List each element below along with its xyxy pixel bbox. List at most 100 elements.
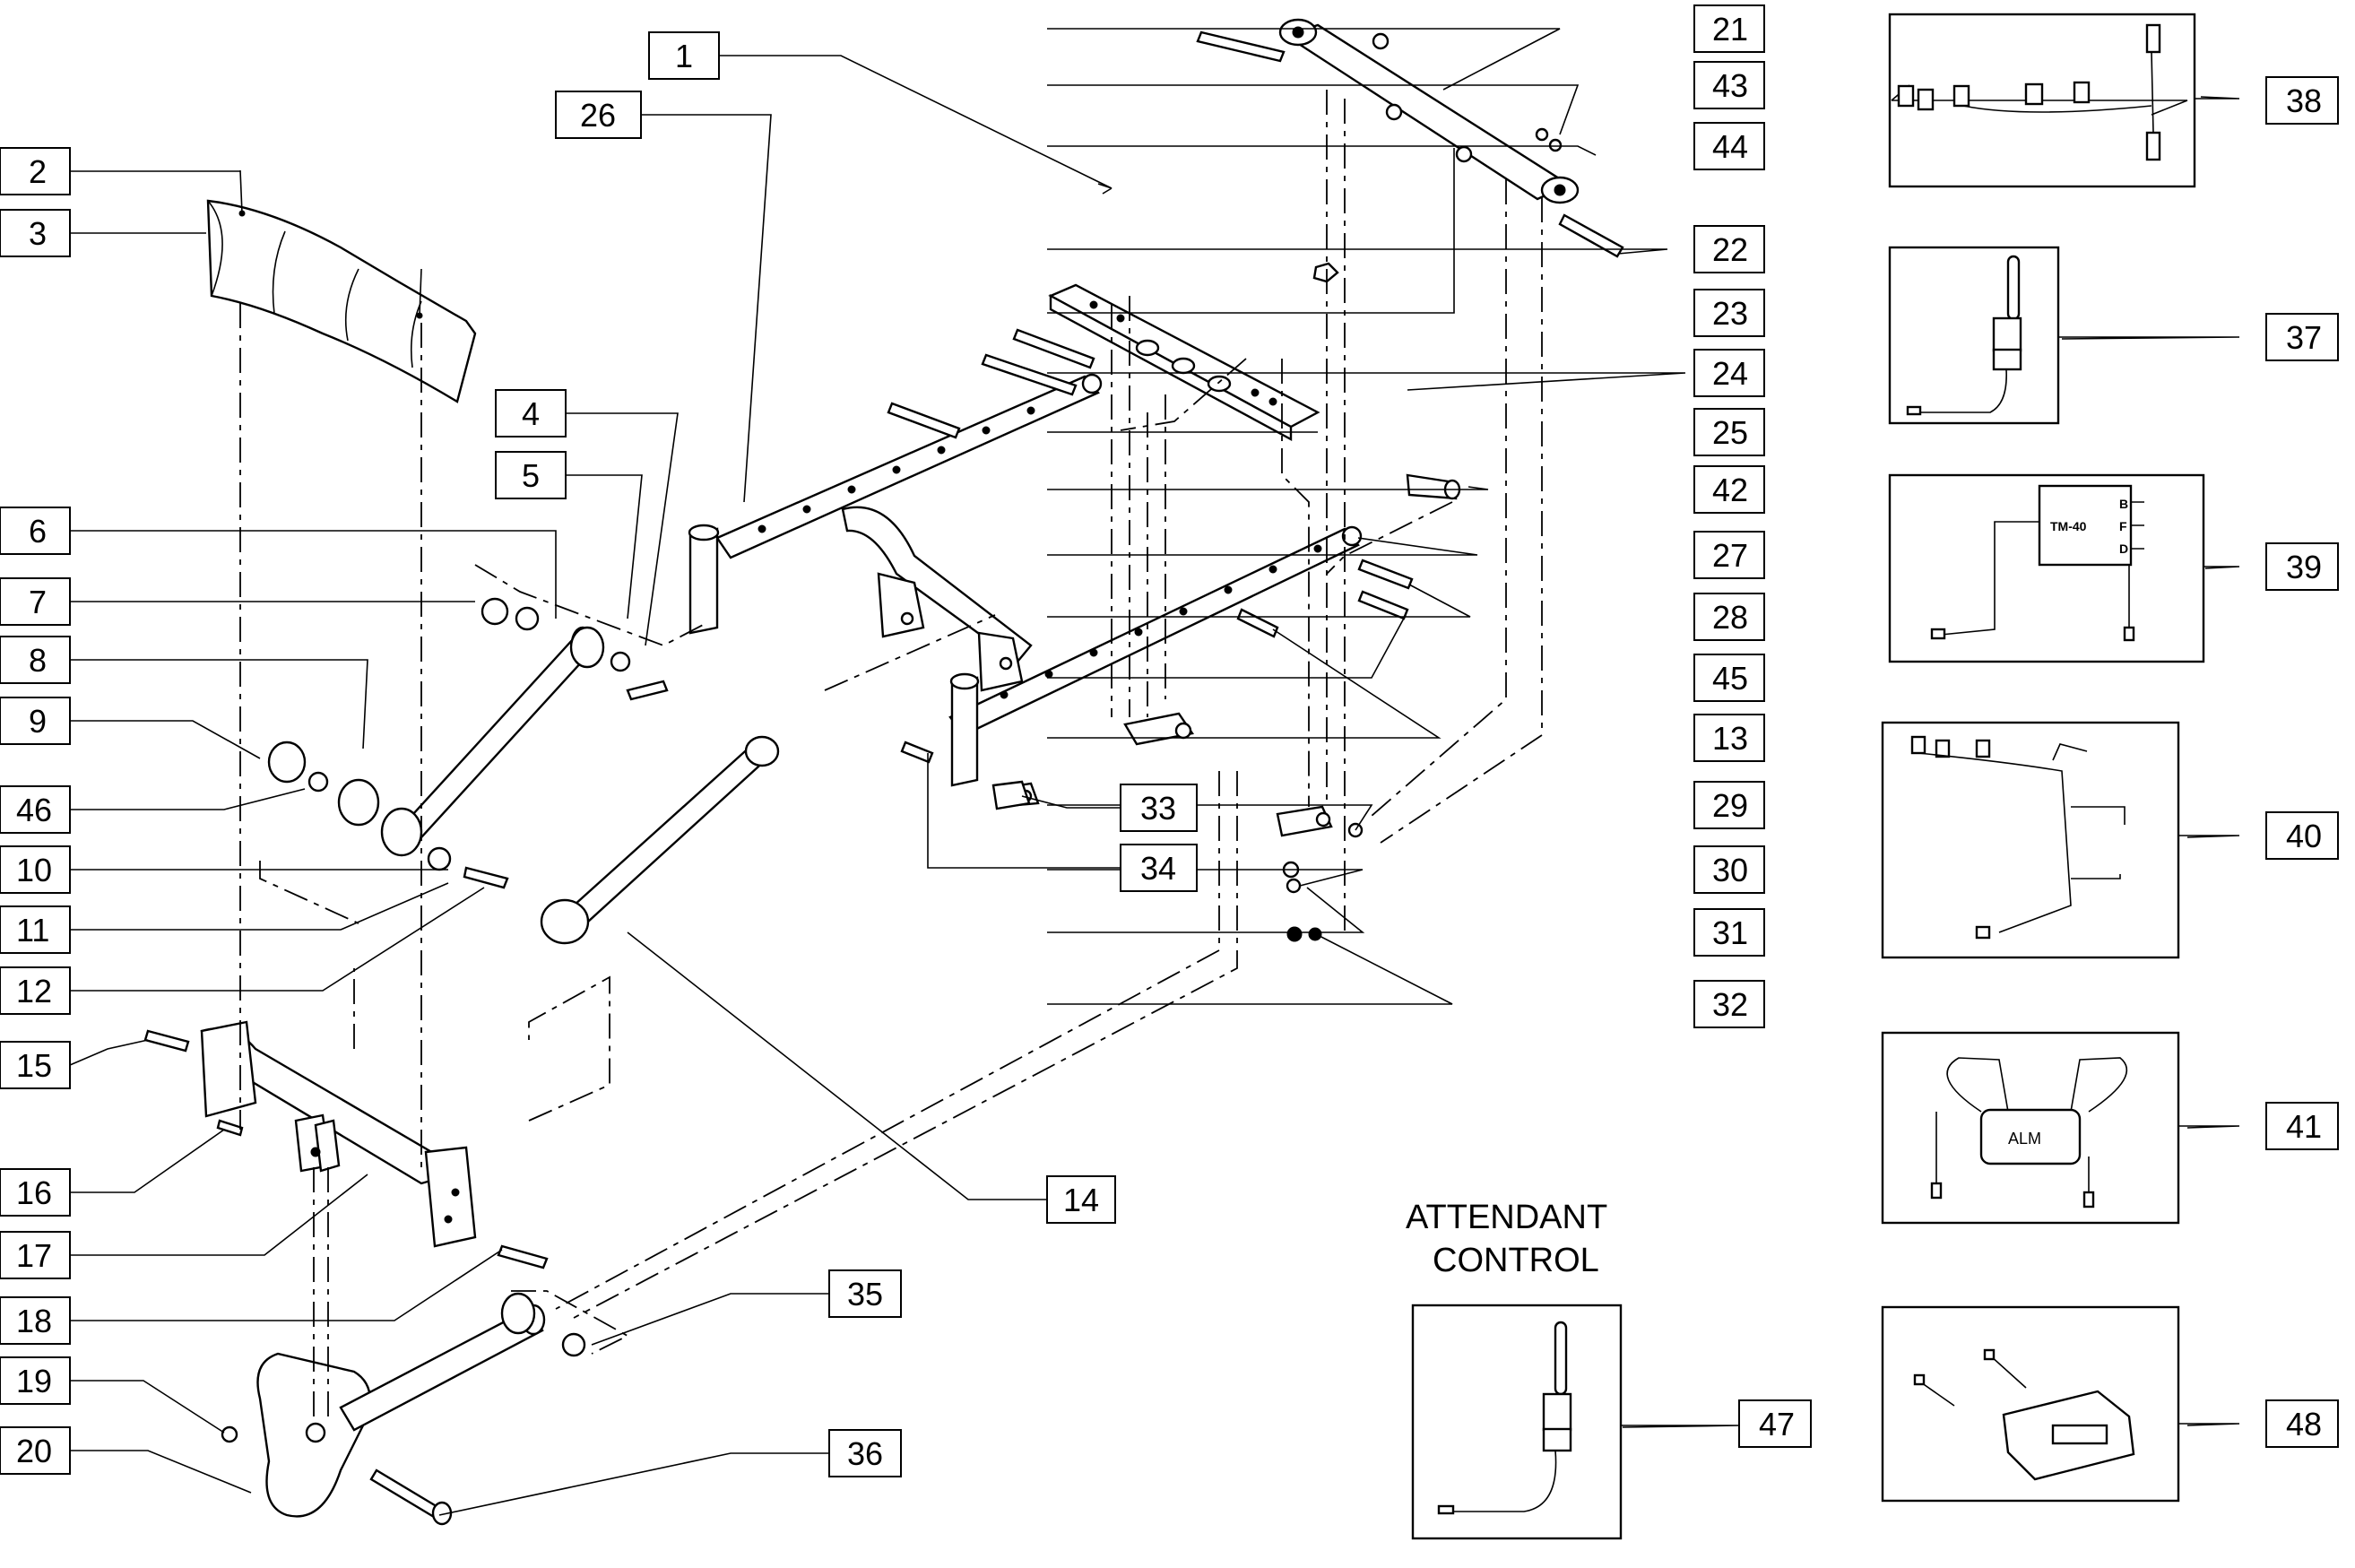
svg-text:41: 41 <box>2286 1108 2322 1145</box>
svg-text:33: 33 <box>1140 790 1176 827</box>
callout-44: 44 <box>1693 122 1765 170</box>
callout-43: 43 <box>1693 61 1765 109</box>
svg-text:23: 23 <box>1712 295 1748 332</box>
svg-text:40: 40 <box>2286 818 2322 854</box>
svg-text:17: 17 <box>16 1237 52 1274</box>
lower-link-arm <box>540 735 780 945</box>
callout-34: 34 <box>1120 844 1198 892</box>
pin-hardware <box>900 741 1031 810</box>
svg-text:25: 25 <box>1712 414 1748 451</box>
svg-text:1: 1 <box>675 38 693 74</box>
svg-text:15: 15 <box>16 1047 52 1084</box>
callout-22: 22 <box>1693 225 1765 273</box>
callout-31: 31 <box>1693 908 1765 957</box>
svg-text:42: 42 <box>1712 472 1748 508</box>
svg-text:32: 32 <box>1712 986 1748 1023</box>
svg-text:ALM: ALM <box>2008 1130 2041 1148</box>
callout-29: 29 <box>1693 781 1765 829</box>
svg-text:2: 2 <box>29 153 47 190</box>
callout-6: 6 <box>0 507 71 555</box>
panel-harness-40: 40 <box>1881 721 2339 959</box>
right-vertical-post <box>949 672 980 787</box>
panel-tm40-39: TM-40 B F D 39 <box>1888 473 2339 663</box>
svg-text:37: 37 <box>2286 319 2322 356</box>
svg-text:D: D <box>2119 541 2128 556</box>
svg-text:6: 6 <box>29 513 47 550</box>
callout-27: 27 <box>1693 531 1765 579</box>
callout-46: 46 <box>0 785 71 834</box>
svg-text:44: 44 <box>1712 128 1748 165</box>
callouts-left: 2 3 6 7 8 9 46 10 11 12 15 16 17 18 19 2… <box>0 147 71 1475</box>
callout-35: 35 <box>828 1269 902 1318</box>
callouts-center: 1 26 4 5 33 34 14 35 36 <box>495 31 1198 1477</box>
alignment-lines <box>239 90 1543 1416</box>
svg-text:28: 28 <box>1712 599 1748 636</box>
svg-text:29: 29 <box>1712 787 1748 824</box>
svg-text:31: 31 <box>1712 914 1748 951</box>
panel-harness-38: 38 <box>1888 13 2339 188</box>
svg-text:8: 8 <box>29 642 47 679</box>
svg-text:14: 14 <box>1063 1182 1099 1218</box>
attendant-heading-line1: ATTENDANT <box>1406 1199 1607 1236</box>
svg-text:10: 10 <box>16 852 52 888</box>
callout-1: 1 <box>648 31 720 80</box>
callout-14: 14 <box>1046 1175 1116 1224</box>
svg-text:18: 18 <box>16 1303 52 1339</box>
svg-text:4: 4 <box>522 395 540 432</box>
leader-lines <box>69 28 1686 1516</box>
svg-text:35: 35 <box>847 1276 883 1312</box>
main-assembly-drawing <box>143 18 1624 1526</box>
svg-text:16: 16 <box>16 1174 52 1211</box>
svg-text:21: 21 <box>1712 11 1748 48</box>
callout-2: 2 <box>0 147 71 195</box>
callout-7: 7 <box>0 577 71 626</box>
svg-text:12: 12 <box>16 973 52 1009</box>
front-cover-part <box>206 169 477 403</box>
callout-26: 26 <box>555 91 642 139</box>
callout-32: 32 <box>1693 980 1765 1028</box>
hanging-brackets <box>877 572 1024 692</box>
callout-17: 17 <box>0 1231 71 1279</box>
left-vertical-post <box>688 524 720 635</box>
svg-text:3: 3 <box>29 215 47 252</box>
callout-33: 33 <box>1120 784 1198 832</box>
rear-cross-bar <box>1196 18 1624 258</box>
svg-text:30: 30 <box>1712 852 1748 888</box>
callout-30: 30 <box>1693 845 1765 894</box>
callout-24: 24 <box>1693 349 1765 397</box>
svg-text:26: 26 <box>580 97 616 134</box>
svg-text:34: 34 <box>1140 850 1176 887</box>
svg-text:20: 20 <box>16 1433 52 1469</box>
callout-25: 25 <box>1693 408 1765 456</box>
callout-15: 15 <box>0 1041 71 1089</box>
svg-text:TM-40: TM-40 <box>2050 519 2087 533</box>
callout-10: 10 <box>0 845 71 894</box>
callout-20: 20 <box>0 1426 71 1475</box>
callout-16: 16 <box>0 1168 71 1217</box>
svg-text:7: 7 <box>29 584 47 620</box>
svg-text:B: B <box>2119 497 2128 511</box>
right-frame-rail <box>948 473 1461 737</box>
panel-alm-41: ALM 41 <box>1881 1031 2339 1225</box>
callout-23: 23 <box>1693 289 1765 337</box>
svg-text:38: 38 <box>2286 82 2322 119</box>
callout-11: 11 <box>0 905 71 954</box>
panel-joystick-37: 37 <box>1888 246 2339 425</box>
svg-text:22: 22 <box>1712 231 1748 268</box>
svg-text:5: 5 <box>522 457 540 494</box>
svg-text:46: 46 <box>16 792 52 828</box>
svg-text:24: 24 <box>1712 355 1748 392</box>
panel-connector-48: 48 <box>1881 1305 2339 1503</box>
bushings-group <box>267 651 669 889</box>
callout-18: 18 <box>0 1296 71 1345</box>
callout-5: 5 <box>495 451 567 499</box>
center-cross-tube <box>841 506 1033 663</box>
svg-text:48: 48 <box>2286 1406 2322 1442</box>
left-frame-rail <box>715 328 1103 559</box>
svg-text:9: 9 <box>29 703 47 740</box>
callout-28: 28 <box>1693 593 1765 641</box>
callout-9: 9 <box>0 697 71 745</box>
callout-42: 42 <box>1693 465 1765 514</box>
callout-45: 45 <box>1693 654 1765 702</box>
